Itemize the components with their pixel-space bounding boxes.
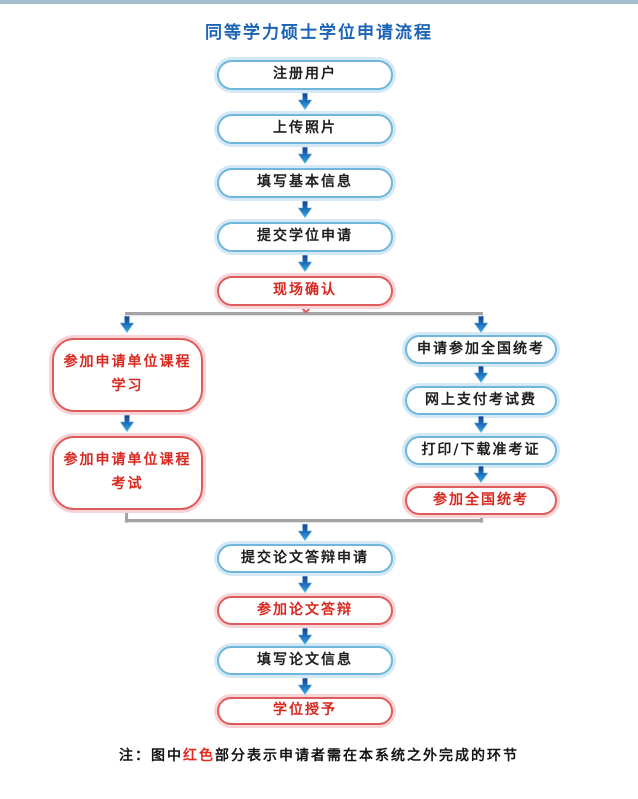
- down-arrow-icon: [297, 146, 313, 165]
- flow-node-upload-photo: 上传照片: [217, 114, 393, 144]
- down-arrow-icon: [473, 465, 489, 484]
- flow-node-attend-thesis-defense: 参加论文答辩: [217, 596, 393, 625]
- flow-node-submit-thesis-defense-application: 提交论文答辩申请: [217, 544, 393, 573]
- down-arrow-icon: [297, 200, 313, 219]
- flow-node-fill-basic-info: 填写基本信息: [217, 168, 393, 198]
- down-arrow-icon: [119, 414, 135, 433]
- down-arrow-icon: [119, 315, 135, 334]
- flow-node-apply-national-exam: 申请参加全国统考: [405, 335, 557, 364]
- flow-node-attend-course-exam: 参加申请单位课程 考试: [52, 436, 203, 510]
- legend-note-suffix: 部分表示申请者需在本系统之外完成的环节: [215, 748, 519, 764]
- down-arrow-icon: [297, 523, 313, 542]
- down-arrow-icon: [473, 415, 489, 434]
- flow-node-register-user: 注册用户: [217, 60, 393, 90]
- legend-note-prefix: 注：图中: [119, 748, 183, 764]
- flow-node-onsite-confirmation: 现场确认: [217, 276, 393, 306]
- flow-node-pay-exam-fee-online: 网上支付考试费: [405, 386, 557, 415]
- down-arrow-icon: [473, 365, 489, 384]
- legend-note: 注：图中红色部分表示申请者需在本系统之外完成的环节: [0, 745, 638, 765]
- top-border-bar: [0, 0, 638, 4]
- flow-node-print-admission-ticket: 打印/下载准考证: [405, 436, 557, 465]
- connector-split-line: [125, 312, 483, 315]
- flow-node-take-national-exam: 参加全国统考: [405, 486, 557, 515]
- connector-merge-left-stub: [125, 510, 128, 522]
- down-arrow-icon: [297, 254, 313, 273]
- flow-node-submit-degree-application: 提交学位申请: [217, 222, 393, 252]
- down-arrow-icon: [297, 677, 313, 696]
- down-arrow-icon: [297, 627, 313, 646]
- connector-merge-right-stub: [480, 514, 483, 522]
- down-arrow-icon: [297, 92, 313, 111]
- connector-merge-line: [125, 519, 483, 522]
- page-title: 同等学力硕士学位申请流程: [205, 23, 433, 43]
- flow-node-fill-thesis-info: 填写论文信息: [217, 646, 393, 675]
- down-arrow-icon: [297, 575, 313, 594]
- down-arrow-icon: [473, 315, 489, 334]
- flow-node-attend-course-study: 参加申请单位课程 学习: [52, 338, 203, 412]
- legend-note-highlight: 红色: [183, 748, 215, 764]
- flow-node-degree-conferral: 学位授予: [217, 697, 393, 725]
